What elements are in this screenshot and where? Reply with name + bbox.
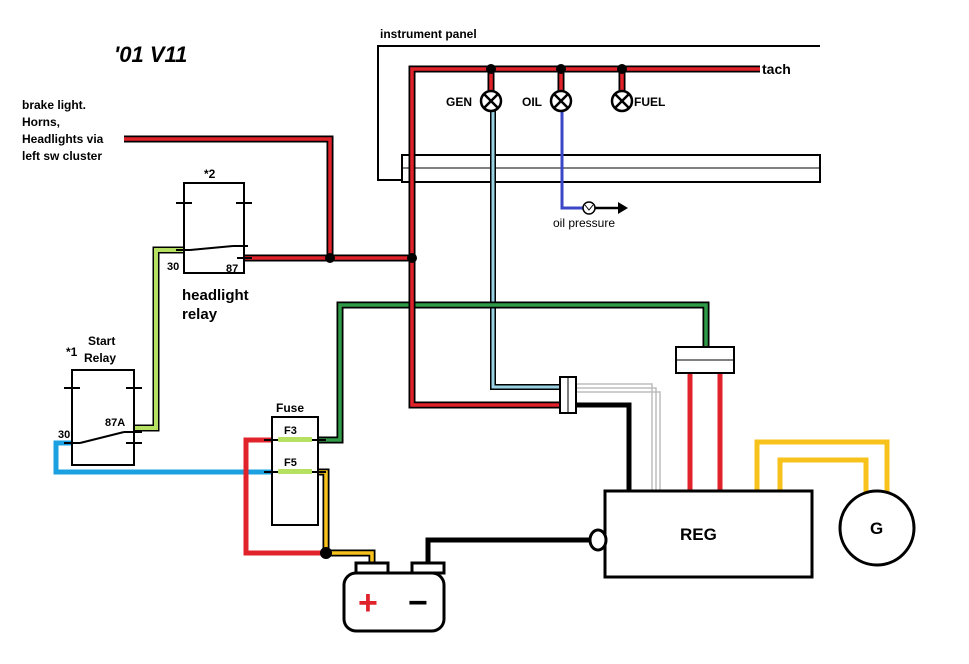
left-circuits-line-4: left sw cluster: [22, 149, 102, 163]
headlight-relay: [176, 182, 252, 274]
battery-plus-icon: +: [358, 584, 378, 622]
fuse-label: Fuse: [276, 401, 304, 415]
lime-wire: [135, 246, 184, 432]
generator-wires: [754, 439, 890, 500]
junction-dot: [556, 64, 566, 74]
left-circuits-line-3: Headlights via: [22, 132, 104, 146]
generator-label: G: [870, 519, 883, 538]
fuse-f5-label: F5: [284, 457, 297, 469]
battery: [342, 561, 446, 633]
start-relay-pin-87a: 87A: [105, 417, 125, 429]
fuse-f3-label: F3: [284, 425, 297, 437]
gray-wires: [577, 383, 661, 490]
fuel-lamp-icon: [610, 89, 634, 113]
oil-lamp-icon: [549, 89, 573, 113]
junction-dot: [486, 64, 496, 74]
headlight-relay-pin-87: 87: [226, 263, 238, 275]
start-relay-label-2: Relay: [84, 351, 116, 365]
black-ground-wire: [425, 402, 632, 568]
oil-label: OIL: [522, 95, 542, 109]
junction-dot: [407, 253, 417, 263]
gen-lamp-icon: [479, 89, 503, 113]
red-fuse-battery-wire: [243, 437, 326, 556]
tach-label: tach: [762, 61, 791, 77]
battery-minus-icon: −: [408, 584, 428, 622]
headlight-relay-label-1: headlight: [182, 287, 249, 304]
start-relay-label-1: Start: [88, 334, 115, 348]
generator: [838, 489, 916, 567]
headlight-relay-marker: *2: [204, 167, 216, 181]
oil-pressure-sensor-icon: [582, 201, 628, 215]
headlight-relay-label-2: relay: [182, 306, 218, 323]
regulator: [588, 489, 814, 579]
left-circuits-line-2: Horns,: [22, 115, 60, 129]
start-relay: [64, 369, 142, 466]
fuel-label: FUEL: [634, 95, 665, 109]
left-circuits-line-1: brake light.: [22, 98, 86, 112]
gen-label: GEN: [446, 95, 472, 109]
regulator-label: REG: [680, 525, 717, 544]
fuse-f3: [278, 437, 312, 442]
green-wire: [318, 301, 710, 444]
fuse-f5: [278, 469, 312, 474]
start-relay-pin-30: 30: [58, 429, 70, 441]
gen-wire: [490, 110, 560, 390]
fuse-box: [264, 416, 326, 526]
junction-dot: [617, 64, 627, 74]
warning-lamps: [479, 89, 634, 113]
junction-dots: [320, 64, 627, 559]
diagram-title: '01 V11: [114, 42, 187, 67]
headlight-relay-pin-30: 30: [167, 261, 179, 273]
junction-dot: [325, 253, 335, 263]
instrument-panel-label: instrument panel: [380, 27, 477, 41]
oil-pressure-label: oil pressure: [553, 216, 615, 230]
oil-pressure-wire: [560, 110, 583, 210]
start-relay-marker: *1: [66, 345, 78, 359]
junction-dot: [320, 547, 332, 559]
instrument-panel: [377, 45, 821, 183]
